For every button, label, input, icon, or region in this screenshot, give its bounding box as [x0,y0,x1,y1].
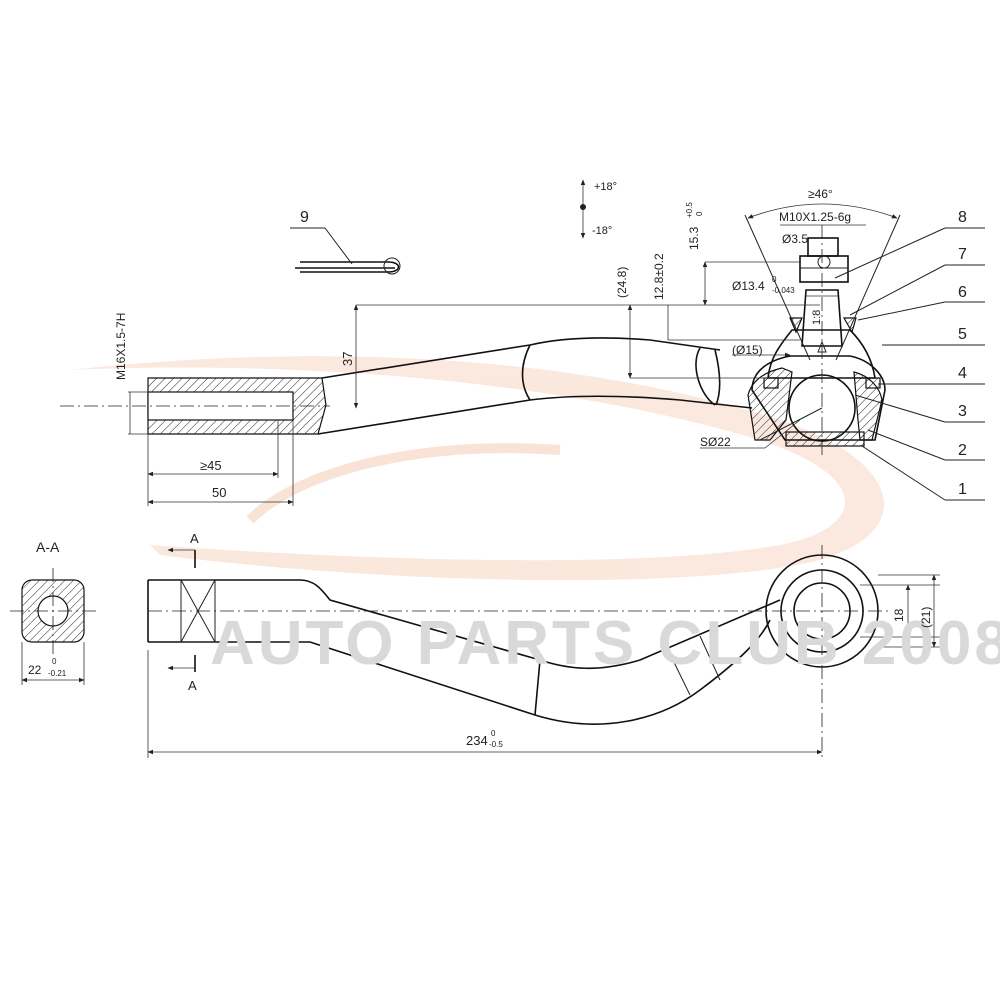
label-socket-len: 50 [212,485,226,500]
label-depth-min: ≥45 [200,458,222,473]
label-cone-angle: ≥46° [808,187,833,201]
socket-bore [147,391,294,421]
label-neck-dia: (Ø15) [732,343,763,357]
label-section: A-A [36,539,60,555]
label-angle-plus: +18° [594,181,617,193]
section-mark-top: A [190,531,199,546]
label-offset: 37 [340,352,355,366]
label-thread-inner: M16X1.5-7H [114,313,128,380]
label-h15: 15.3 [687,226,701,250]
callout-4: 4 [958,365,967,382]
label-h15-tol2: 0 [695,211,704,216]
callout-numbers: 8 7 6 5 4 3 2 1 9 [300,209,967,498]
label-total-tol1: 0 [491,729,496,738]
label-sect-width: 22 [28,663,42,677]
section-mark-bottom: A [188,678,197,693]
label-stud-thread: M10X1.25-6g [779,210,851,224]
label-total-len: 234 [466,733,488,748]
section-a-a [10,568,96,685]
label-pin-hole: Ø3.5 [782,232,808,246]
callout-leaders [834,227,985,501]
cotter-pin [290,227,401,275]
callout-8: 8 [958,209,967,226]
label-stud-dia-tol2: -0.043 [772,286,795,295]
dimension-labels: M16X1.5-7H ≥45 50 37 (24.8) 12.8±0.2 15.… [28,181,933,749]
label-h24: (24.8) [615,267,629,298]
callout-2: 2 [958,442,967,459]
label-eye-h2: (21) [919,607,933,628]
callout-7: 7 [958,246,967,263]
label-taper: 1:8 [811,310,823,325]
callout-9: 9 [300,209,309,226]
label-stud-dia: Ø13.4 [732,279,765,293]
callout-6: 6 [958,284,967,301]
top-view [60,225,886,455]
label-sect-tol2: -0.21 [48,669,67,678]
label-h12: 12.8±0.2 [652,253,666,300]
callout-3: 3 [958,403,967,420]
label-stud-dia-tol1: 0 [772,275,777,284]
label-ball: SØ22 [700,435,731,449]
bottom-view [147,545,940,760]
callout-5: 5 [958,326,967,343]
callout-1: 1 [958,481,967,498]
label-total-tol2: -0.5 [489,740,503,749]
label-sect-tol1: 0 [52,657,57,666]
watermark-text: AUTO PARTS CLUB 2008 [210,609,1000,678]
label-angle-minus: -18° [592,225,612,237]
label-h15-tol: +0.5 [685,202,694,218]
label-eye-h: 18 [892,608,906,622]
